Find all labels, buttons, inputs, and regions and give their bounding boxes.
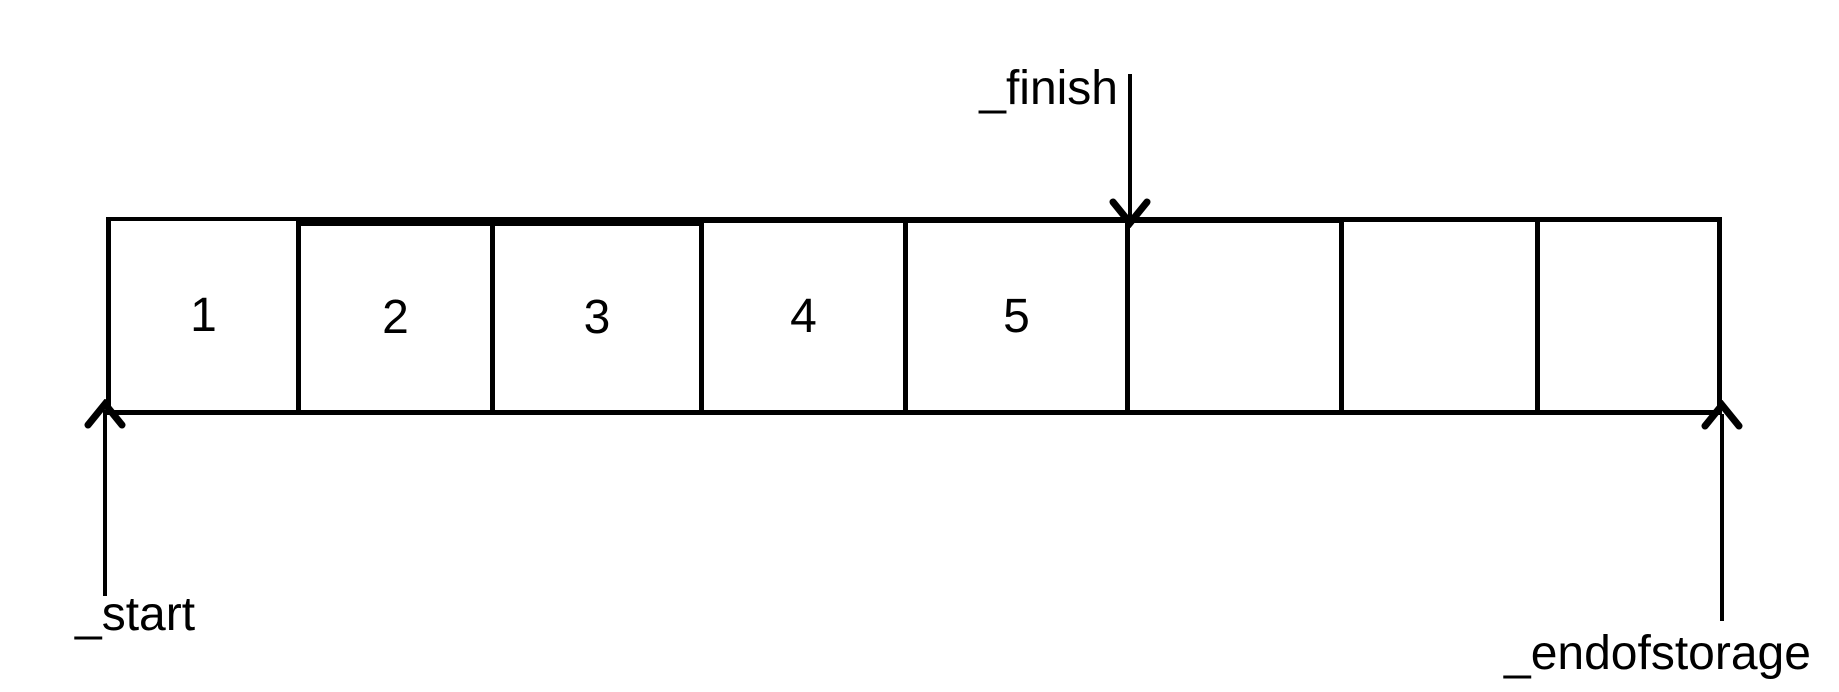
array-cell-2: 2 — [301, 217, 495, 415]
array-cell-4: 4 — [704, 217, 908, 415]
array-cell-5: 5 — [908, 217, 1130, 415]
cell-value: 4 — [790, 289, 817, 343]
start-label: _start — [75, 588, 196, 641]
cell-value: 5 — [1003, 289, 1030, 343]
cell-value: 2 — [382, 291, 409, 344]
array-row: 1 2 3 4 5 — [106, 217, 1722, 415]
array-cell-7 — [1344, 217, 1540, 415]
start-pointer-line — [103, 410, 107, 596]
endofstorage-label: _endofstorage — [1504, 627, 1811, 680]
array-cell-8 — [1540, 217, 1722, 415]
finish-label: _finish — [979, 62, 1118, 115]
array-cell-6 — [1130, 217, 1344, 415]
cell-value: 3 — [583, 291, 611, 344]
array-cell-3: 3 — [495, 217, 704, 415]
cell-value: 1 — [190, 288, 217, 342]
array-cell-1: 1 — [106, 217, 301, 415]
finish-pointer-line — [1128, 74, 1132, 218]
endofstorage-pointer-line — [1720, 414, 1724, 621]
